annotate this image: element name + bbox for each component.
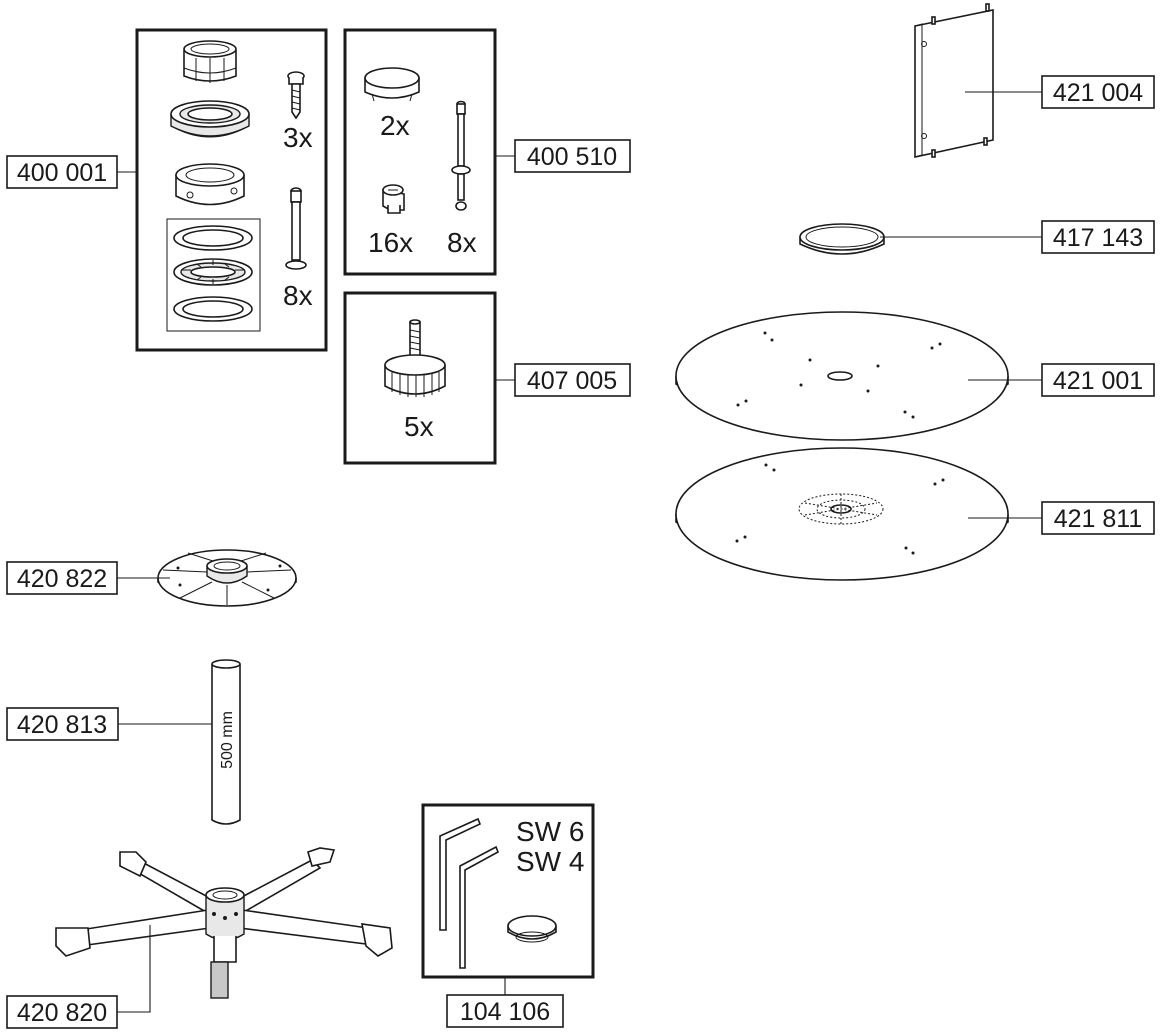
kit-400510: 2x 16x 8x 400 510 [343,28,631,276]
label-400510: 400 510 [527,143,617,171]
label-420822: 420 822 [17,565,107,593]
cam-locks-qty: 16x [368,227,413,258]
label-407005: 407 005 [527,367,617,395]
washer-bottom-part [173,296,253,322]
kit-407005: 5x 407 005 [343,291,631,465]
label-box-407005 [514,363,631,397]
label-box-400001 [6,155,118,189]
part-420813: 500 mm 420 813 [6,659,241,825]
label-box-400510 [514,139,631,173]
glide-part [384,319,446,397]
part-421001: 421 001 [675,311,1155,441]
kit-407005-frame [343,291,497,465]
part-417143: 417 143 [799,220,1155,255]
label-420813: 420 813 [17,711,107,739]
rod-length: 500 mm [219,711,236,769]
sleeve-part [183,40,237,83]
bolt-part [285,187,307,270]
thrust-bearing-part [173,258,253,286]
part-420822: 420 822 [6,549,297,607]
glides-qty: 5x [404,411,434,442]
kit-104106: SW 6 SW 4 104 106 [421,803,595,1028]
label-box-104106 [446,994,564,1028]
part-421004: 421 004 [914,3,1155,158]
washer-set-frame [166,218,261,332]
kit-400001-frame [135,28,328,352]
label-box-421004 [1041,75,1155,109]
tool-size-small: SW 4 [516,846,584,877]
label-400001: 400 001 [17,159,107,187]
hex-key-large-part [439,817,482,931]
bolts-400510-qty: 8x [447,227,477,258]
label-421811: 421 811 [1054,505,1143,533]
cap-part [364,67,420,102]
label-box-420820 [6,995,118,1029]
kit-104106-frame [421,803,595,979]
label-box-420822 [6,561,118,595]
washer-top-part [173,225,253,251]
label-box-417143 [1041,220,1155,254]
label-box-421001 [1041,363,1155,397]
bearing-ring-part [170,100,250,138]
screw-part [287,71,305,120]
connector-bolt-part [451,100,471,211]
screws-qty: 3x [283,122,313,153]
hex-key-small-part [459,845,500,969]
label-420820: 420 820 [17,999,107,1027]
label-104106: 104 106 [460,998,550,1026]
label-421001: 421 001 [1053,367,1143,395]
tool-size-large: SW 6 [516,816,584,847]
collar-part [175,163,245,206]
label-box-421811 [1041,501,1155,535]
label-417143: 417 143 [1053,224,1143,252]
round-cap-part [507,915,557,943]
label-box-420813 [6,707,119,741]
bolts-400001-qty: 8x [283,280,313,311]
cam-lock-part [382,184,405,214]
kit-400001: 3x 8x 400 001 [6,28,328,352]
part-421811: 421 811 [675,447,1155,581]
kit-400510-frame [343,28,497,276]
label-421004: 421 004 [1053,79,1143,107]
caps-qty: 2x [380,110,410,141]
part-420820: 420 820 [6,847,393,1029]
